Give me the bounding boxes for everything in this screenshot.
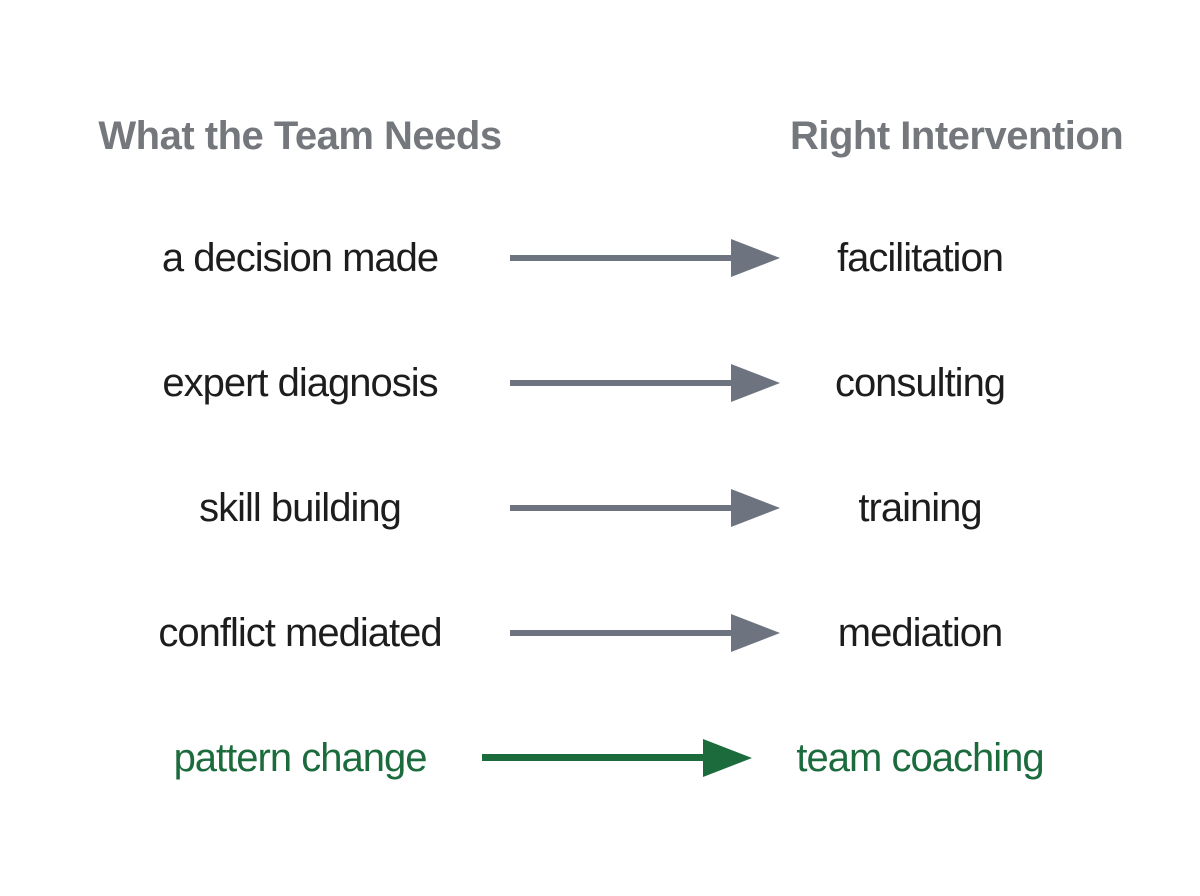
mapping-row-pattern-highlighted: pattern change team coaching [90, 728, 1050, 788]
intervention-label: training [858, 485, 982, 530]
right-arrow-icon [482, 738, 754, 778]
need-label: pattern change [173, 735, 428, 780]
mapping-row-decision: a decision made facilitation [90, 228, 1050, 288]
intervention-column-header: Right Intervention [790, 113, 1124, 158]
right-arrow-icon [510, 363, 782, 403]
right-arrow-icon [510, 488, 782, 528]
needs-column-header: What the Team Needs [98, 113, 502, 158]
intervention-label: facilitation [837, 235, 1004, 280]
need-label: skill building [199, 485, 402, 530]
mapping-row-conflict: conflict mediated mediation [90, 603, 1050, 663]
right-arrow-icon [510, 613, 782, 653]
need-label: a decision made [161, 235, 439, 280]
intervention-label: consulting [834, 360, 1006, 405]
intervention-label: mediation [837, 610, 1003, 655]
need-label: expert diagnosis [162, 360, 438, 405]
right-arrow-icon [510, 238, 782, 278]
header-row: What the Team Needs Right Intervention [90, 100, 1123, 172]
mapping-row-skill: skill building training [90, 478, 1050, 538]
mapping-row-diagnosis: expert diagnosis consulting [90, 353, 1050, 413]
need-label: conflict mediated [158, 610, 442, 655]
intervention-label: team coaching [796, 735, 1044, 780]
